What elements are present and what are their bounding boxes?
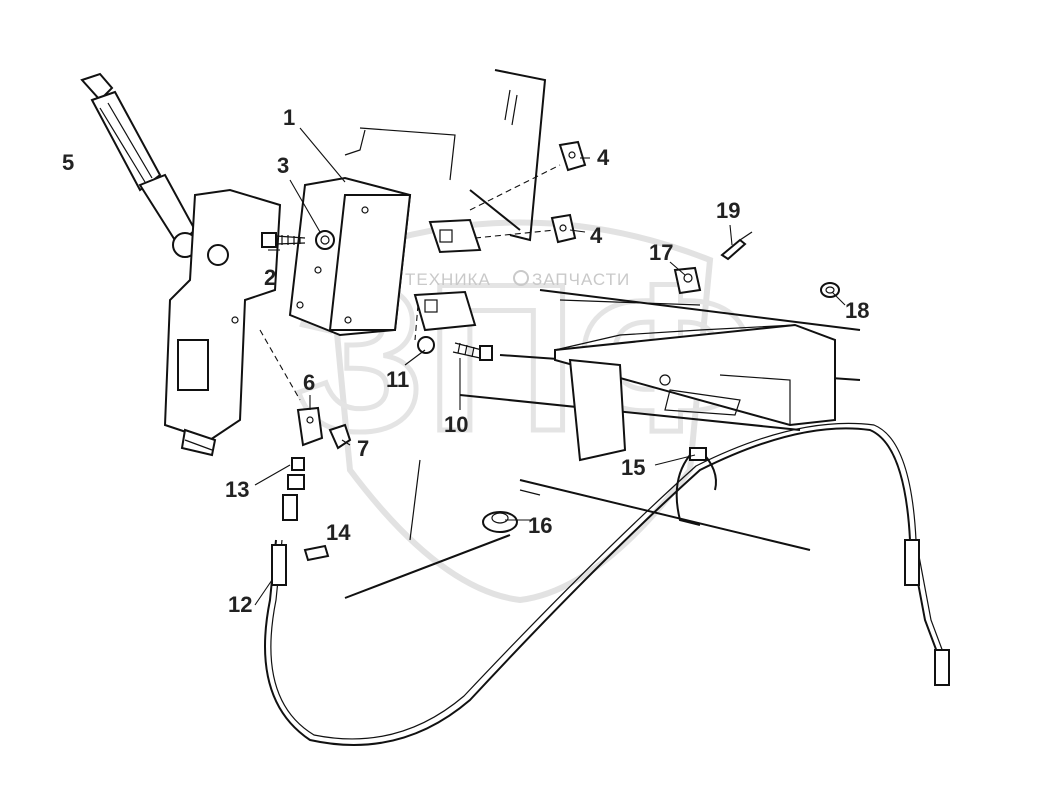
bolt-part-10 bbox=[452, 342, 493, 361]
part-labels: 1 2 3 4 4 5 6 7 10 11 12 13 14 15 16 17 … bbox=[62, 105, 869, 617]
label-part-7: 7 bbox=[357, 436, 369, 461]
clevis-part-6 bbox=[296, 406, 324, 447]
label-part-13: 13 bbox=[225, 477, 249, 502]
nut-part-16 bbox=[482, 511, 518, 533]
label-part-1: 1 bbox=[283, 105, 295, 130]
cable-tie-part-15 bbox=[675, 447, 717, 526]
label-part-19: 19 bbox=[716, 198, 740, 223]
label-part-6: 6 bbox=[303, 370, 315, 395]
clamp-part-17 bbox=[673, 266, 702, 295]
label-part-15: 15 bbox=[621, 455, 645, 480]
nut-part-4-upper bbox=[558, 140, 587, 172]
washer-part-11 bbox=[417, 336, 435, 354]
label-part-5: 5 bbox=[62, 150, 74, 175]
watermark-text-right: ЗАПЧАСТИ bbox=[532, 270, 630, 289]
pin-part-19 bbox=[720, 231, 753, 261]
label-part-18: 18 bbox=[845, 298, 869, 323]
cable-adjuster-part-13 bbox=[282, 457, 305, 521]
label-part-17: 17 bbox=[649, 240, 673, 265]
frame-structure bbox=[344, 69, 861, 599]
label-part-4-lower: 4 bbox=[590, 223, 603, 248]
gear-icon bbox=[513, 270, 529, 286]
label-part-2: 2 bbox=[264, 265, 276, 290]
label-part-12: 12 bbox=[228, 592, 252, 617]
label-part-4-upper: 4 bbox=[597, 145, 610, 170]
leader-lines bbox=[254, 127, 846, 606]
label-part-14: 14 bbox=[326, 520, 351, 545]
bolt-part-2 bbox=[261, 232, 306, 248]
bracket-plate-part-1 bbox=[288, 176, 412, 337]
label-part-16: 16 bbox=[528, 513, 552, 538]
control-cable-part-12 bbox=[264, 422, 950, 746]
watermark-text-left: ТЕХНИКА bbox=[405, 270, 491, 289]
label-part-11: 11 bbox=[386, 367, 409, 392]
nut-part-4-lower bbox=[550, 213, 577, 244]
clip-part-14 bbox=[303, 544, 330, 562]
clamp-blocks bbox=[413, 218, 482, 332]
washer-part-3 bbox=[315, 230, 335, 250]
lever-housing bbox=[163, 188, 282, 457]
lever-handle-part-5 bbox=[80, 72, 198, 258]
label-part-3: 3 bbox=[277, 153, 289, 178]
label-part-10: 10 bbox=[444, 412, 468, 437]
nut-part-18 bbox=[820, 282, 840, 298]
